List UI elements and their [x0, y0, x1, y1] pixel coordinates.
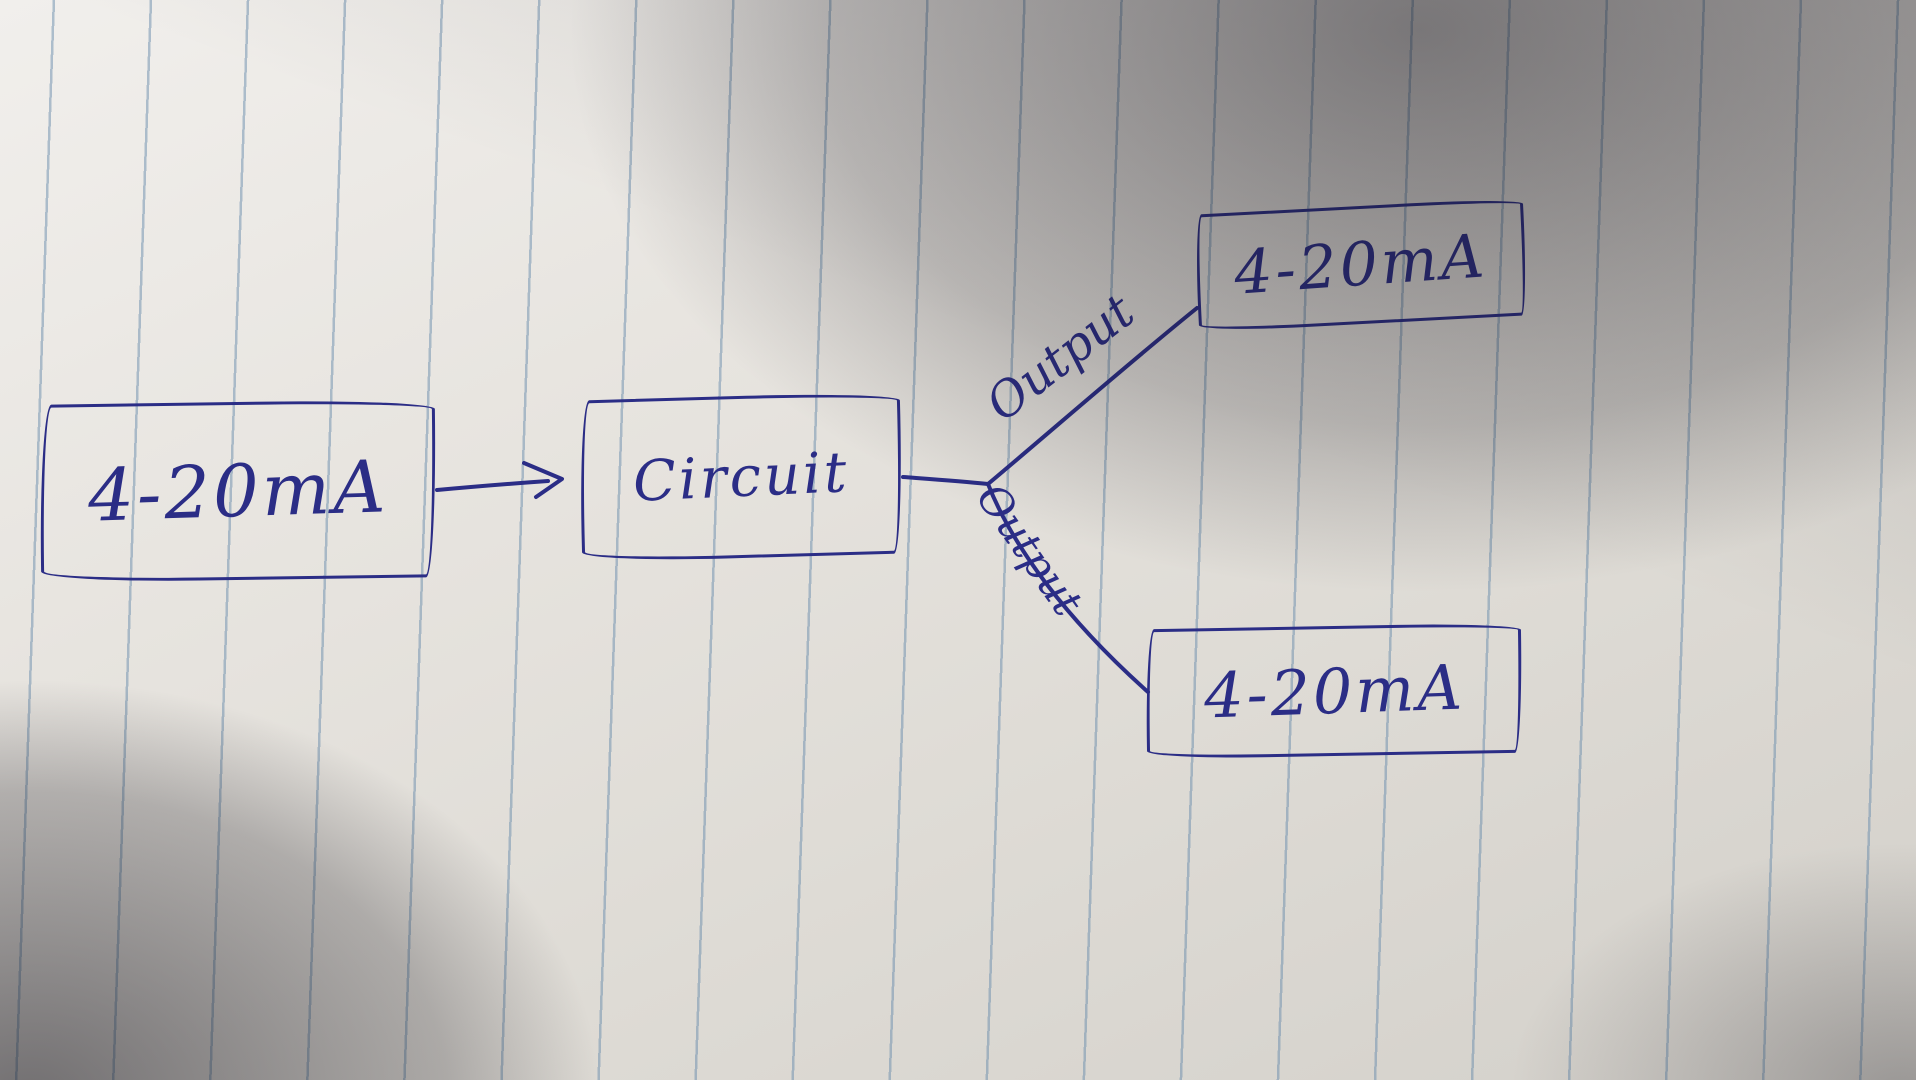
input-box: 4-20mA [38, 399, 438, 583]
output-bottom-box-label: 4-20mA [1202, 649, 1466, 733]
arrowhead-input-to-circuit [522, 461, 564, 499]
circuit-box: Circuit [577, 391, 905, 563]
input-box-label: 4-20mA [86, 444, 390, 538]
circuit-box-label: Circuit [631, 439, 851, 515]
output-top-box-label: 4-20mA [1232, 221, 1490, 309]
edge-label-output-top: Output [975, 283, 1145, 433]
arrow-line-input-to-circuit [435, 479, 550, 492]
branch-stem-line [901, 475, 990, 486]
output-top-box: 4-20mA [1193, 197, 1529, 333]
edge-label-output-bottom: Output [966, 474, 1093, 625]
output-bottom-box: 4-20mA [1144, 622, 1524, 760]
